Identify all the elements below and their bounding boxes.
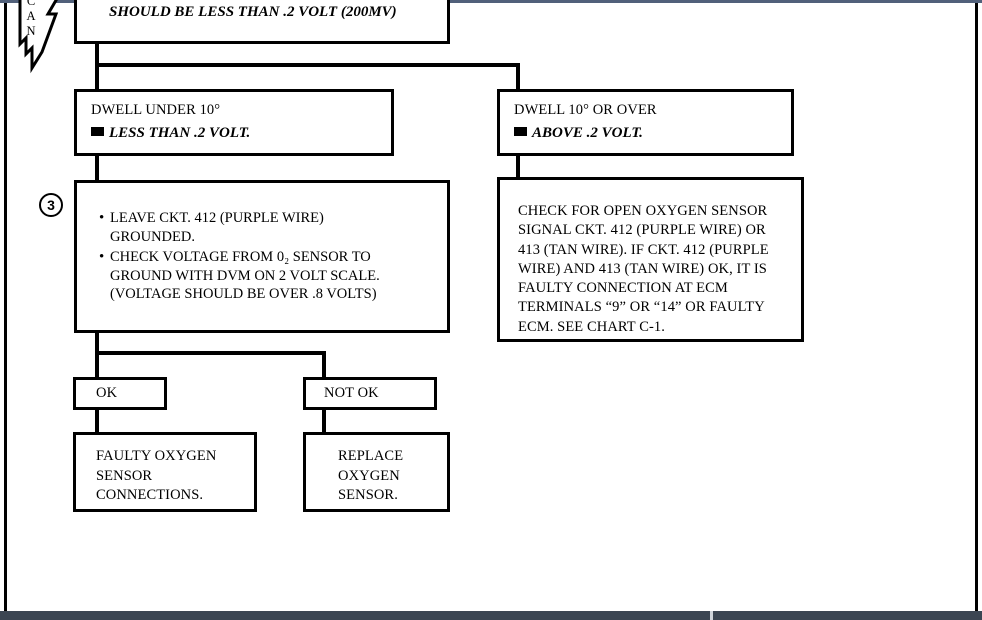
page-bottom-bar-notch (710, 611, 713, 620)
step-three-bullet-2: • CHECK VOLTAGE FROM 0₂ SENSOR TO GROUND… (99, 248, 380, 303)
connector-top-horizontal (95, 63, 520, 67)
node-step-three: • LEAVE CKT. 412 (PURPLE WIRE) GROUNDED.… (74, 180, 450, 333)
top-instruction-line2: SHOULD BE LESS THAN .2 VOLT (200MV) (109, 4, 397, 21)
node-top-instruction: ENGINE RUNNING, SENSOR VOLTAGE SHOULD BE… (74, 0, 450, 44)
dwell-under-condition-row: LESS THAN .2 VOLT. (91, 123, 381, 143)
page-bottom-bar (0, 611, 982, 620)
node-replace-sensor: REPLACE OXYGEN SENSOR. (303, 432, 450, 512)
lightning-bolt-icon (18, 0, 59, 74)
replace-result-text: REPLACE OXYGEN SENSOR. (338, 448, 404, 504)
not-ok-label-text: NOT OK (324, 385, 379, 401)
connector-not-ok-down (322, 410, 326, 433)
square-bullet-icon (514, 126, 527, 136)
connector-dwell-over-down (516, 156, 520, 177)
dwell-over-condition-row: ABOVE .2 VOLT. (514, 123, 781, 143)
connector-to-not-ok (322, 351, 326, 379)
page-left-edge (4, 3, 7, 611)
connector-results-horizontal (95, 351, 326, 355)
page-right-edge (975, 3, 978, 611)
dwell-over-heading: DWELL 10° OR OVER (514, 102, 657, 118)
node-not-ok-label: NOT OK (303, 377, 437, 410)
node-check-open-circuit: CHECK FOR OPEN OXYGEN SENSOR SIGNAL CKT.… (497, 177, 804, 342)
dot-bullet-icon: • (99, 248, 105, 265)
square-bullet-icon (91, 126, 104, 136)
faulty-result-text: FAULTY OXYGEN SENSOR CONNECTIONS. (96, 448, 217, 504)
top-instruction-line1: ENGINE RUNNING, SENSOR VOLTAGE (91, 0, 437, 3)
connector-ok-down (95, 410, 99, 433)
check-open-text: CHECK FOR OPEN OXYGEN SENSOR SIGNAL CKT.… (518, 203, 769, 335)
page-top-rule (0, 0, 982, 3)
dwell-under-heading: DWELL UNDER 10° (91, 102, 221, 118)
connector-to-dwell-over (516, 63, 520, 91)
node-faulty-connections: FAULTY OXYGEN SENSOR CONNECTIONS. (73, 432, 257, 512)
dot-bullet-icon: • (99, 210, 105, 226)
caution-letters: C A N (26, 0, 36, 38)
step-three-bullet-1: • LEAVE CKT. 412 (PURPLE WIRE) GROUNDED. (99, 210, 324, 245)
step-number-badge: 3 (39, 193, 63, 217)
connector-dwell-under-down (95, 156, 99, 180)
ok-label-text: OK (96, 385, 118, 401)
connector-top-vertical (95, 44, 99, 90)
node-dwell-over: DWELL 10° OR OVER ABOVE .2 VOLT. (497, 89, 794, 156)
connector-step-three-down (95, 333, 99, 379)
node-ok-label: OK (73, 377, 167, 410)
node-dwell-under: DWELL UNDER 10° LESS THAN .2 VOLT. (74, 89, 394, 156)
